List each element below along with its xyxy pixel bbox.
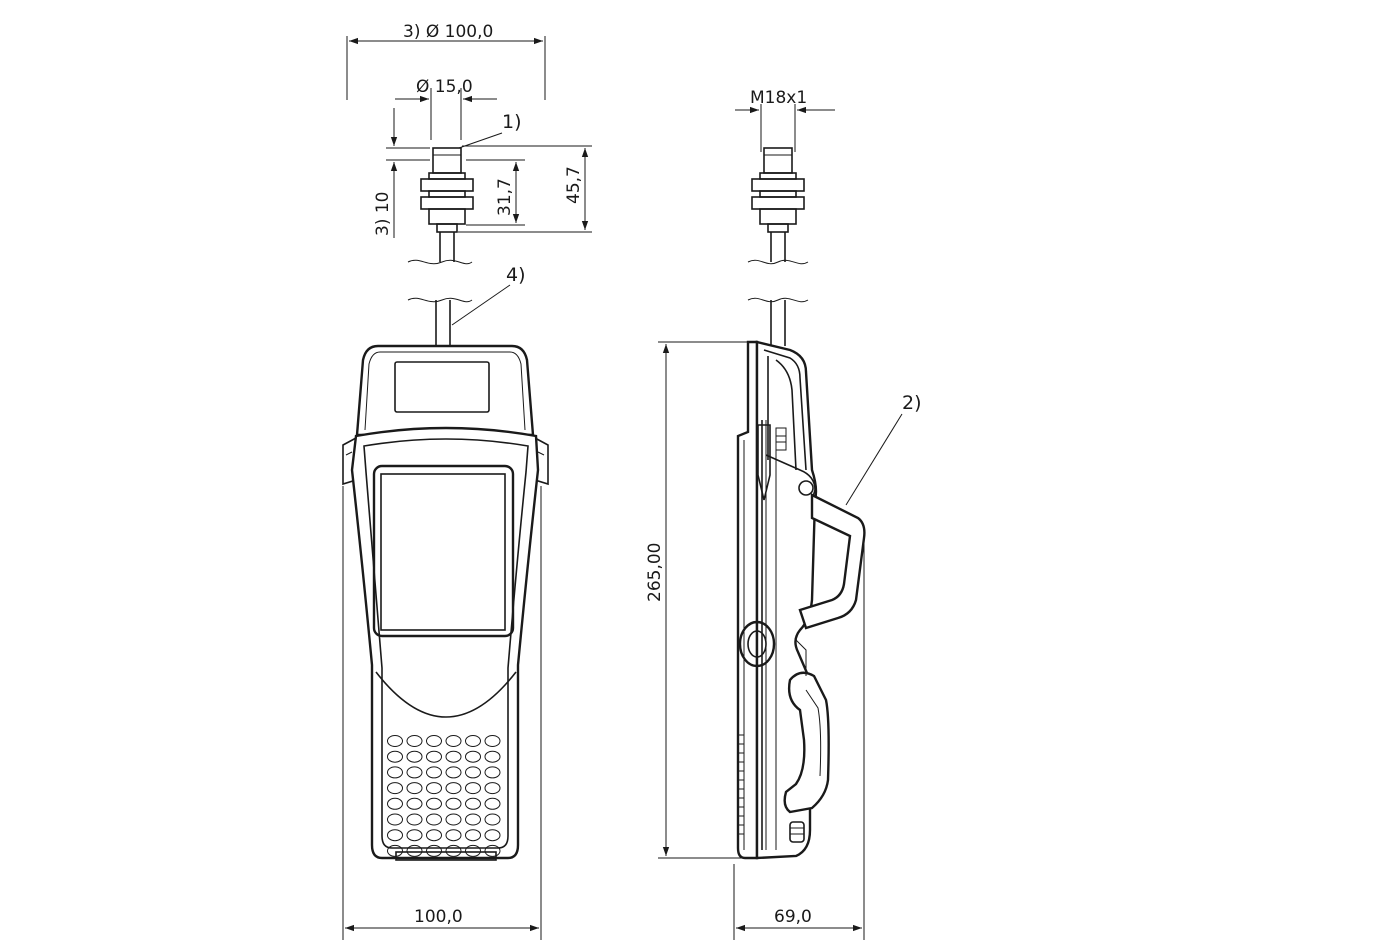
keypad-key [445,844,462,857]
keypad-key [445,797,462,810]
side-handheld [736,340,866,860]
keypad-key [387,750,403,763]
keypad-key [387,735,403,747]
dim-width-100: 100,0 [414,907,463,927]
keypad-key [426,750,442,763]
callout-2: 2) [902,392,922,414]
keypad-key [484,813,501,826]
keypad-key [426,735,442,747]
keypad-key [406,813,423,826]
keypad-key [387,844,403,857]
dim-45-7: 45,7 [564,166,584,204]
keypad-key [426,766,442,779]
keypad-key [465,797,481,810]
keypad-key [445,813,462,826]
keypad-key [406,766,423,779]
keypad-key [406,782,423,795]
keypad-key [465,813,481,826]
callout-4: 4) [506,264,526,286]
keypad-key [484,735,501,747]
keypad-key [406,735,423,747]
keypad-key [426,844,442,857]
keypad-key [445,750,462,763]
keypad-key [484,750,501,763]
dim-diameter-15: Ø 15,0 [416,77,473,97]
keypad-key [465,844,481,857]
dim-31-7: 31,7 [495,178,515,216]
keypad-key [387,797,403,810]
dim-thread: M18x1 [750,88,807,108]
keypad-key [406,797,423,810]
keypad-key [387,782,403,795]
keypad-key [484,829,501,842]
keypad-key [445,735,462,747]
dim-10: 3) 10 [373,192,393,236]
keypad-key [406,844,423,857]
keypad-key [465,766,481,779]
keypad-key [445,782,462,795]
keypad-key [406,750,423,763]
dim-depth-group: 69,0 [733,540,865,940]
keypad-key [484,844,501,857]
keypad-key [387,766,403,779]
keypad-key [406,829,423,842]
keypad-key [426,797,442,810]
dim-width-group: 100,0 [342,486,542,940]
callout-1: 1) [502,111,522,133]
keypad-key [465,735,481,747]
keypad-key [426,813,442,826]
dim-diameter-100: 3) Ø 100,0 [403,22,493,42]
keypad-key [387,829,403,842]
dim-height-265: 265,00 [645,543,665,602]
keypad-key [445,829,462,842]
front-sensor: 3) Ø 100,0 Ø 15,0 1) 3) 10 31,7 [346,22,592,303]
keypad-key [426,782,442,795]
keypad-key [484,766,501,779]
keypad-key [484,797,501,810]
keypad-key [445,766,462,779]
keypad-key [465,782,481,795]
dim-depth-69: 69,0 [774,907,812,927]
keypad-key [426,829,442,842]
keypad-key [465,750,481,763]
side-sensor: M18x1 [735,88,835,346]
front-handheld: 4) [342,264,549,861]
dim-height-group: 265,00 [645,341,752,859]
keypad-key [387,813,403,826]
keypad-key [484,782,501,795]
keypad-key [465,829,481,842]
keypad [387,735,501,857]
